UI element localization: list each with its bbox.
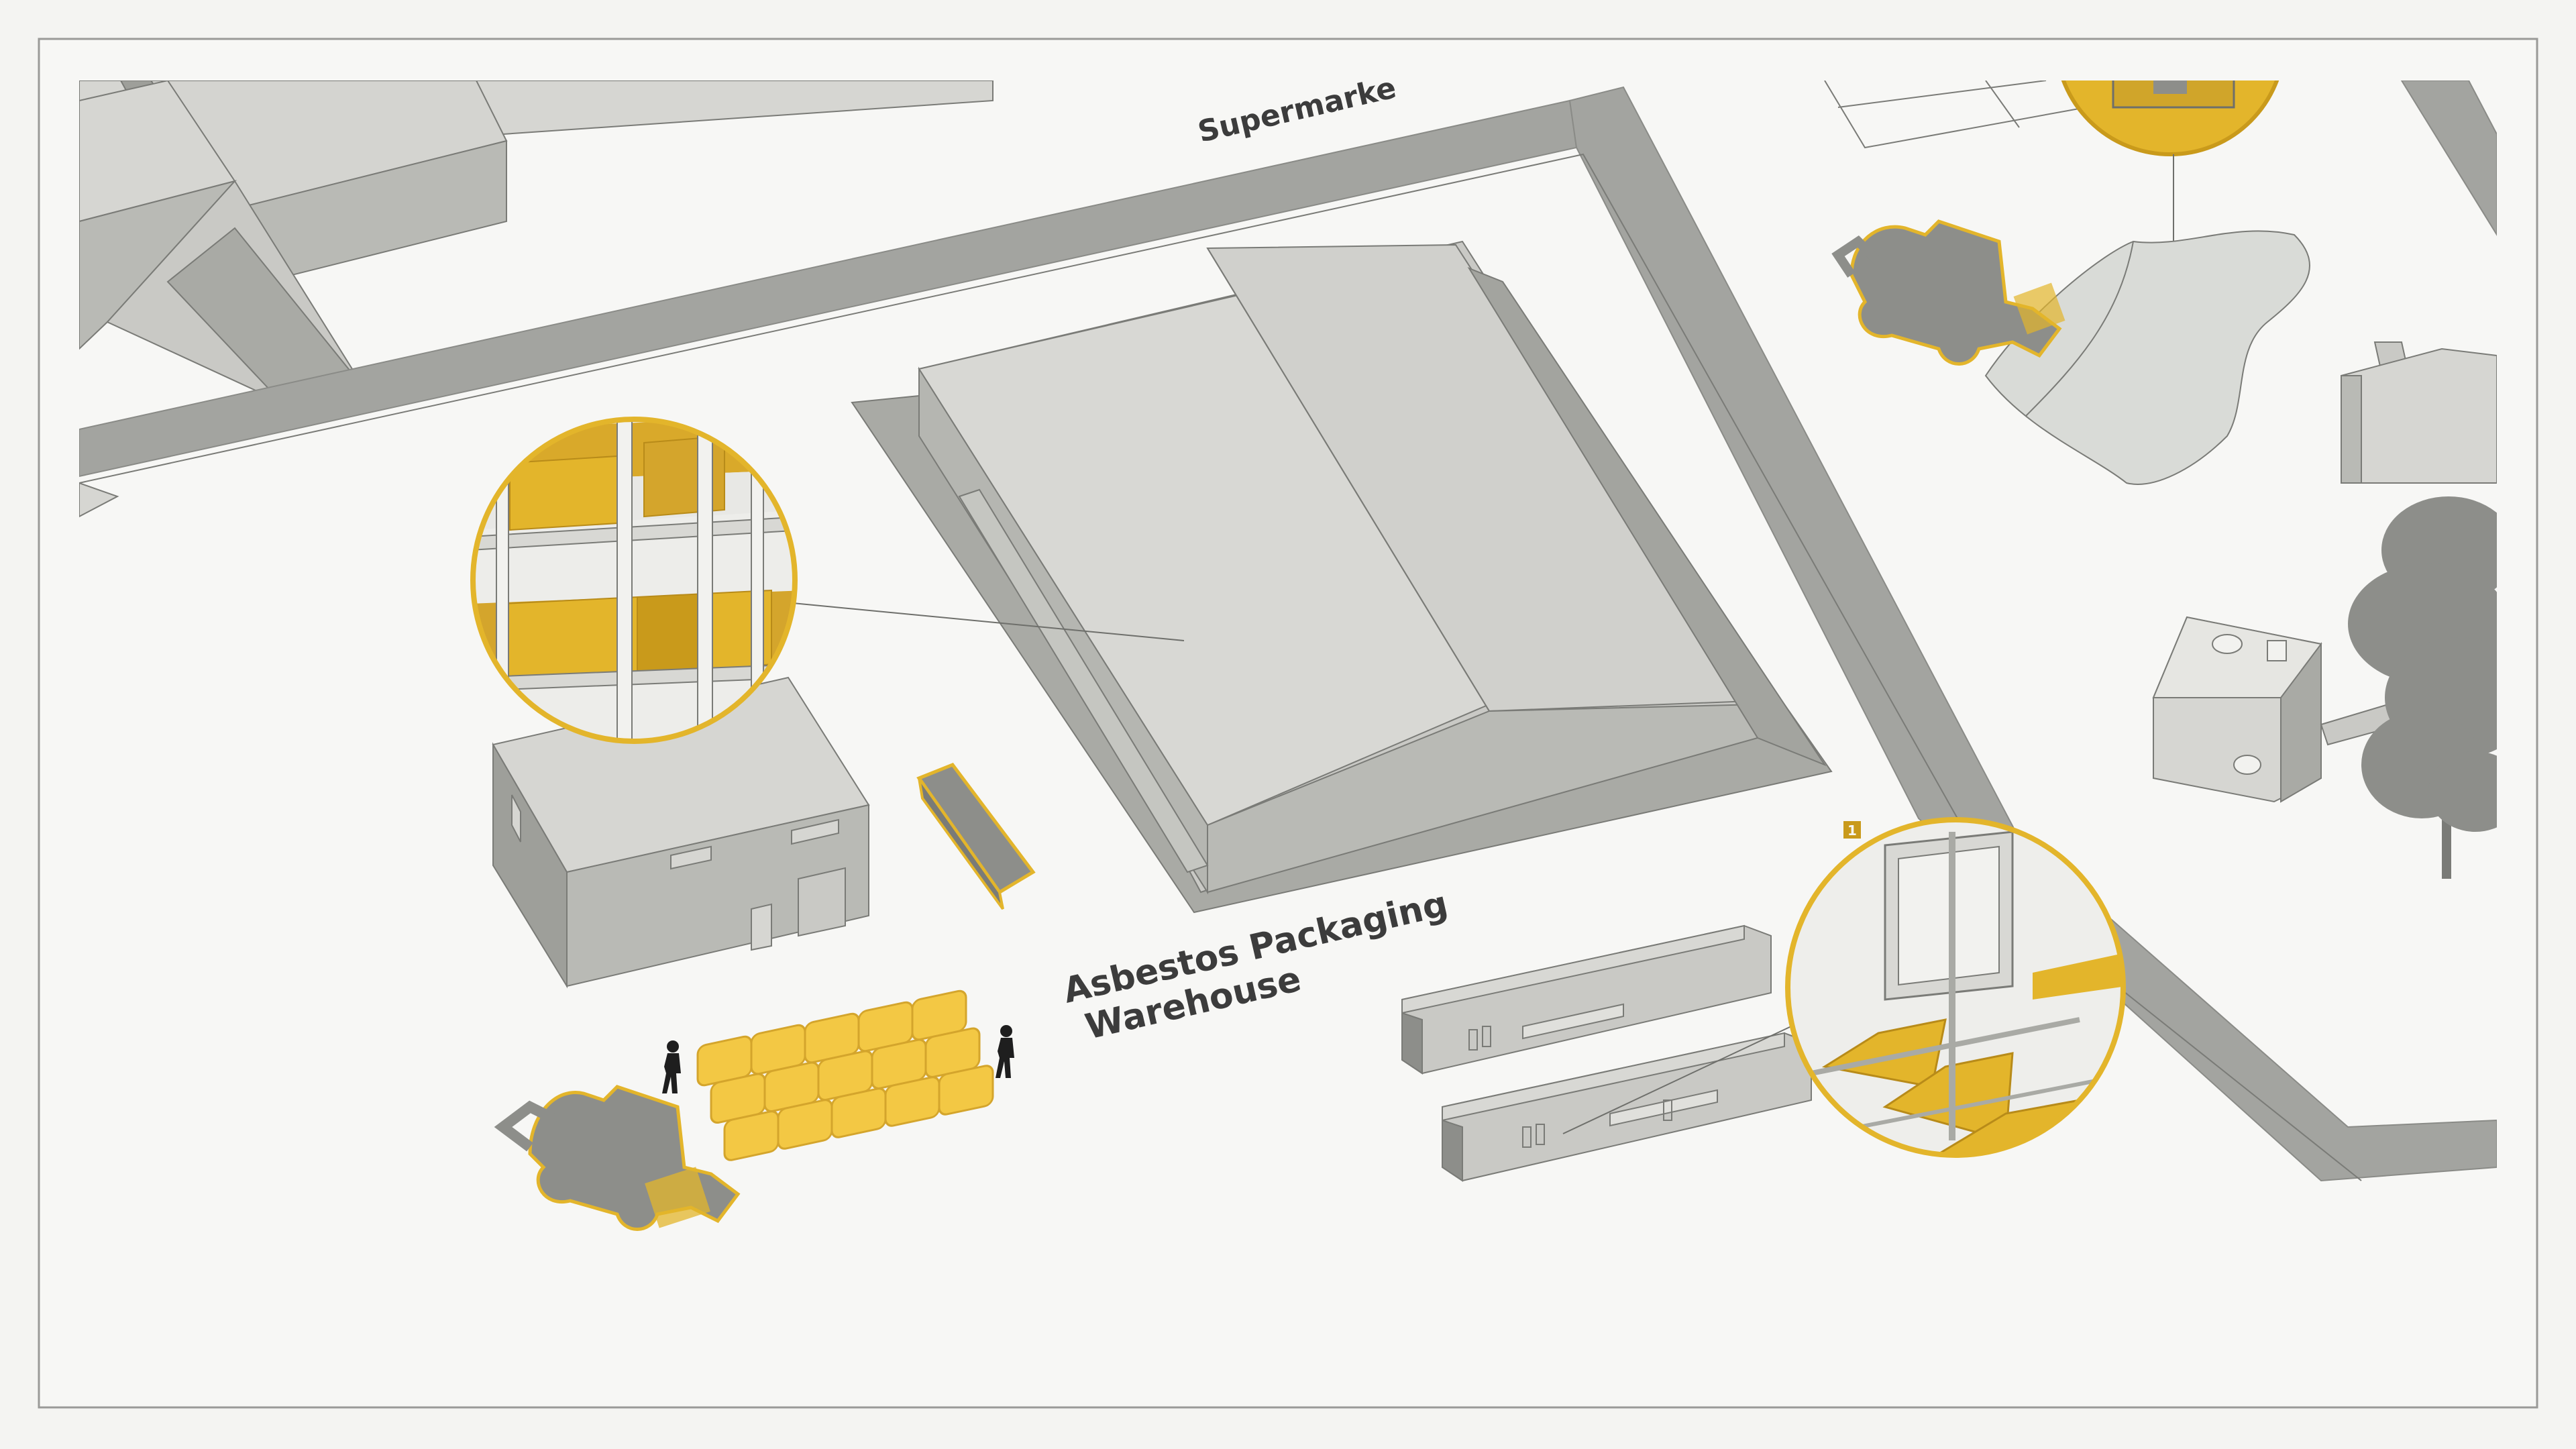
callout-train-interior: 1 bbox=[1785, 817, 2126, 1158]
train-upper bbox=[1401, 924, 1772, 1075]
right-structures bbox=[2152, 341, 2497, 803]
callout-top-right bbox=[2061, 80, 2279, 302]
dumpster bbox=[916, 762, 1036, 910]
person-icon bbox=[662, 1025, 1014, 1093]
main-warehouse bbox=[851, 240, 1833, 914]
callout-line-warehouse bbox=[764, 600, 1185, 641]
callout-line-train bbox=[1562, 1026, 1792, 1134]
roads bbox=[79, 80, 2497, 1182]
excavator-icon bbox=[1831, 219, 2065, 366]
map-area: Supermarke bbox=[79, 80, 2497, 1231]
asbestos-bag-icon bbox=[696, 989, 994, 1161]
top-left-building bbox=[79, 80, 994, 518]
tree-icon bbox=[2348, 496, 2497, 879]
excavator-icon bbox=[494, 1085, 741, 1231]
train-lower bbox=[1442, 1032, 1812, 1182]
debris-pile bbox=[1984, 230, 2310, 485]
road-edge bbox=[79, 153, 2362, 1181]
train-car-number: 1 bbox=[1847, 822, 1857, 839]
top-right-plots bbox=[1824, 80, 2087, 149]
